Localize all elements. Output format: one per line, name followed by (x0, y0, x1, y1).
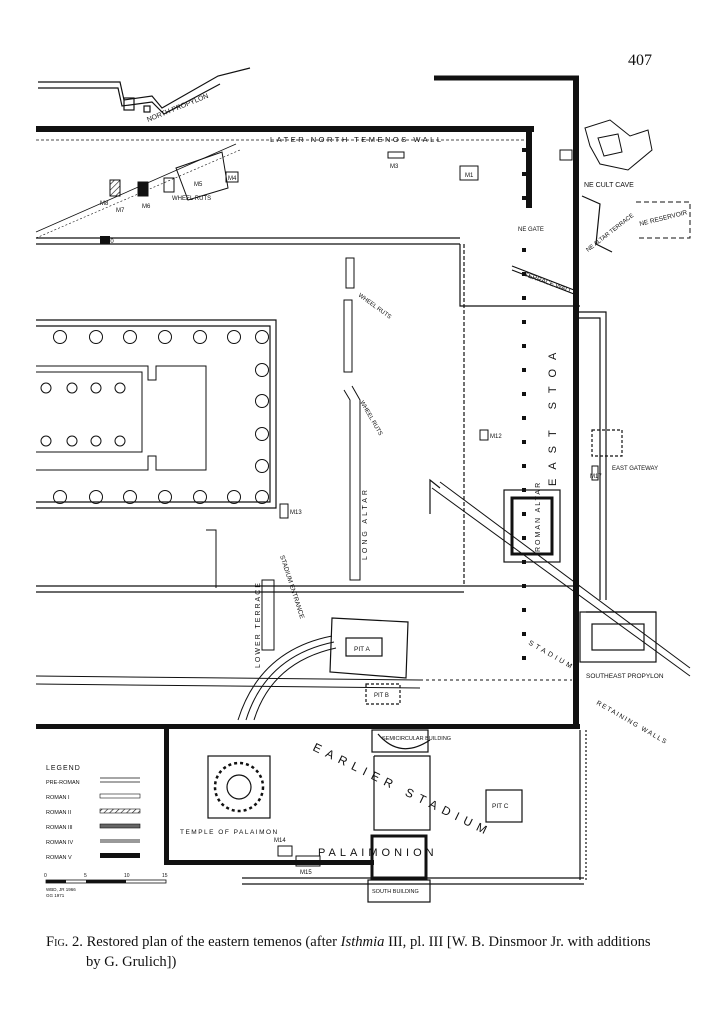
southeast-propylon (579, 611, 657, 663)
m15-label: M15 (300, 870, 312, 876)
credit-1: WBD, JR 1966 (46, 887, 76, 892)
caption-italic: Isthmia (340, 934, 385, 950)
stadium-entrance-label: STADIUM ENTRANCE (278, 554, 305, 620)
ne-reservoir (636, 201, 691, 239)
stadium-label: STADIUM (527, 640, 576, 672)
scale-label: 0 (44, 873, 47, 879)
ne-reservoir-label: NE RESERVOIR (639, 209, 689, 228)
later-north-temenos-wall (36, 126, 534, 132)
east-gateway-label: EAST GATEWAY (612, 466, 658, 472)
north-cross-wall (36, 236, 460, 245)
legend-item-label: ROMAN I (46, 795, 70, 801)
east-stoa-label: EAST STOA (547, 344, 559, 486)
roman-altar (503, 489, 561, 563)
scale-label: 5 (84, 873, 87, 879)
terrace-wall-label: TERRACE WALL (523, 271, 573, 295)
legend-item-label: ROMAN IV (46, 840, 74, 846)
m4-label: M4 (228, 176, 237, 182)
central-temenos-walls (36, 244, 580, 586)
legend: LEGEND PRE-ROMAN ROMAN I ROMAN II ROMAN … (46, 765, 141, 861)
m5-label: M5 (194, 182, 203, 188)
credit-2: GG 1971 (46, 893, 65, 898)
ne-cult-cave-label: NE CULT CAVE (584, 182, 634, 189)
m8-label: M8 (100, 201, 109, 207)
long-altar-label: LONG ALTAR (362, 487, 369, 560)
semicircular-building-label: SEMICIRCULAR BUILDING (382, 736, 451, 742)
palaimonion-label: PALAIMONION (318, 847, 438, 859)
caption-text-2: III, pl. III [W. B. Dinsmoor Jr. with ad… (384, 934, 651, 950)
monuments-north (109, 151, 479, 201)
scale-bar: 0 5 10 15 WBD, JR 1966 GG 1971 (44, 873, 168, 898)
east-west-colonnade (35, 675, 572, 689)
legend-item-label: PRE-ROMAN (46, 780, 80, 786)
south-building-label: SOUTH BUILDING (372, 889, 419, 895)
caption-line-2: by G. Grulich]) (86, 954, 177, 970)
m13-label: M13 (290, 510, 302, 516)
scale-label: 15 (162, 873, 168, 879)
m12-label: M12 (490, 434, 502, 440)
legend-item-label: ROMAN III (46, 825, 73, 831)
m10-label: M10 (102, 239, 114, 245)
legend-title: LEGEND (46, 765, 81, 772)
earlier-stadium-label: EARLIER STADIUM (311, 740, 495, 839)
m17-label: M17 (590, 474, 602, 480)
page-number: 407 (628, 52, 652, 69)
lower-terrace-label: LOWER TERRACE (255, 581, 262, 668)
pit-c-label: PIT C (492, 803, 509, 810)
m7-label: M7 (116, 208, 125, 214)
north-propylon-label: NORTH PROPYLON (146, 93, 209, 124)
roman-altar-label: ROMAN ALTAR (535, 481, 542, 552)
east-stoa-back-wall (579, 311, 623, 600)
scale-label: 10 (124, 873, 130, 879)
east-temenos-wall (573, 78, 579, 728)
m1-label: M1 (465, 173, 474, 179)
ne-cult-cave (559, 119, 653, 171)
ne-altar-terrace-label: NE ALTAR TERRACE (586, 213, 636, 254)
stadium-entrance (237, 579, 337, 721)
wheel-ruts-label-3: WHEEL RUTS (358, 400, 383, 437)
m6-label: M6 (142, 204, 151, 210)
middle-cross-wall (36, 585, 656, 613)
retaining-walls-label: RETAINING WALLS (595, 700, 669, 747)
legend-item-label: ROMAN V (46, 855, 72, 861)
figure-caption: Fig. 2. Restored plan of the eastern tem… (46, 932, 686, 972)
palaimonion-walls (370, 755, 431, 880)
southeast-propylon-label: SOUTHEAST PROPYLON (586, 673, 664, 680)
long-altar (343, 257, 361, 581)
legend-item-label: ROMAN II (46, 810, 72, 816)
pit-b-label: PIT B (374, 693, 389, 699)
pits-and-buildings (329, 617, 523, 823)
temple-peristyle (36, 330, 269, 504)
m14-label: M14 (274, 838, 286, 844)
later-north-temenos-wall-label: LATER NORTH TEMENOS WALL (270, 135, 444, 144)
wheel-ruts-label-1: WHEEL RUTS (172, 196, 211, 202)
south-temenos-wall (36, 724, 587, 885)
ne-gate-label: NE GATE (518, 227, 544, 233)
east-stoa-colonnade (522, 148, 526, 660)
pit-a-label: PIT A (354, 646, 370, 653)
figure-label: Fig. 2. (46, 934, 83, 950)
m3-label: M3 (390, 164, 399, 170)
wheel-ruts-label-2: WHEEL RUTS (357, 293, 392, 321)
temple-of-palaimon-label: TEMPLE OF PALAIMON (180, 829, 279, 836)
temple-of-palaimon (207, 755, 271, 819)
north-propylon (38, 67, 251, 115)
caption-text-1: Restored plan of the eastern temenos (af… (82, 934, 341, 950)
